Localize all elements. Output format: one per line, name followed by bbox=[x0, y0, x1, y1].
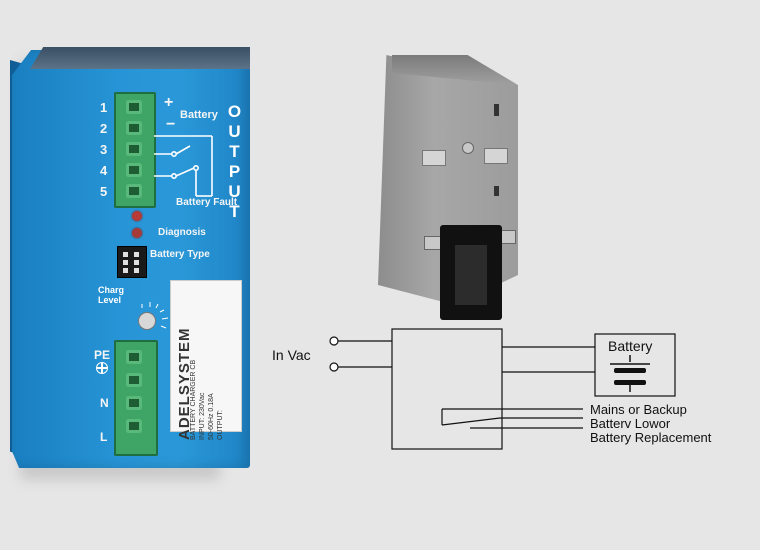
terminal-screw bbox=[126, 373, 142, 387]
rating-plate bbox=[170, 280, 242, 432]
neutral-label: N bbox=[100, 396, 109, 410]
pe-label: PE bbox=[94, 348, 111, 362]
terminal-screw bbox=[126, 184, 142, 198]
din-rail-clip-slot bbox=[455, 245, 487, 305]
terminal-screw bbox=[126, 396, 142, 410]
device-top-edge bbox=[30, 47, 250, 69]
plus-sign: + bbox=[164, 94, 174, 111]
mounting-tab bbox=[484, 148, 508, 164]
output-vertical-label: OUTPUT bbox=[225, 102, 244, 222]
terminal-number-3: 3 bbox=[100, 142, 108, 157]
charge-level-potentiometer[interactable] bbox=[138, 312, 156, 330]
battery-cell-icon bbox=[610, 355, 650, 392]
battery-block bbox=[594, 333, 676, 397]
terminal-screw bbox=[126, 142, 142, 156]
diagnosis-label: Diagnosis bbox=[158, 227, 206, 238]
screw-icon bbox=[462, 142, 474, 154]
mains-or-backup-label: Mains or Backup bbox=[590, 402, 687, 417]
diagnosis-led bbox=[132, 228, 142, 238]
battery-fault-led bbox=[132, 211, 142, 221]
terminal-number-5: 5 bbox=[100, 184, 108, 199]
battery-fault-label: Battery Fault bbox=[176, 197, 238, 208]
battery-terminal-label: Battery bbox=[180, 109, 218, 121]
battery-type-jumper[interactable] bbox=[117, 246, 147, 278]
battery-low-label: Batterv Lowor bbox=[590, 416, 671, 431]
mounting-tab bbox=[422, 150, 446, 166]
battery-replacement-label: Battery Replacement bbox=[590, 430, 712, 445]
battery-type-label: Battery Type bbox=[150, 249, 210, 260]
terminal-screw bbox=[126, 419, 142, 433]
input-terminal-circle bbox=[329, 362, 339, 372]
minus-sign: − bbox=[166, 116, 176, 133]
ground-symbol-icon bbox=[96, 362, 108, 374]
terminal-screw bbox=[126, 121, 142, 135]
terminal-number-4: 4 bbox=[100, 163, 108, 178]
input-terminal-circle bbox=[329, 336, 339, 346]
vent-slot bbox=[494, 104, 499, 116]
terminal-number-1: 1 bbox=[100, 100, 108, 115]
terminal-number-2: 2 bbox=[100, 121, 108, 136]
line-label: L bbox=[100, 430, 108, 444]
in-vac-label: In Vac bbox=[272, 347, 311, 363]
terminal-screw bbox=[126, 350, 142, 364]
charger-block bbox=[391, 328, 503, 450]
relay-contact-symbol bbox=[154, 135, 213, 197]
terminal-screw bbox=[126, 100, 142, 114]
terminal-screw bbox=[126, 163, 142, 177]
battery-box-label: Battery bbox=[608, 338, 653, 354]
charge-level-scale bbox=[141, 302, 169, 329]
charge-level-label: Charg Level bbox=[98, 285, 125, 305]
vent-slot bbox=[494, 186, 499, 196]
